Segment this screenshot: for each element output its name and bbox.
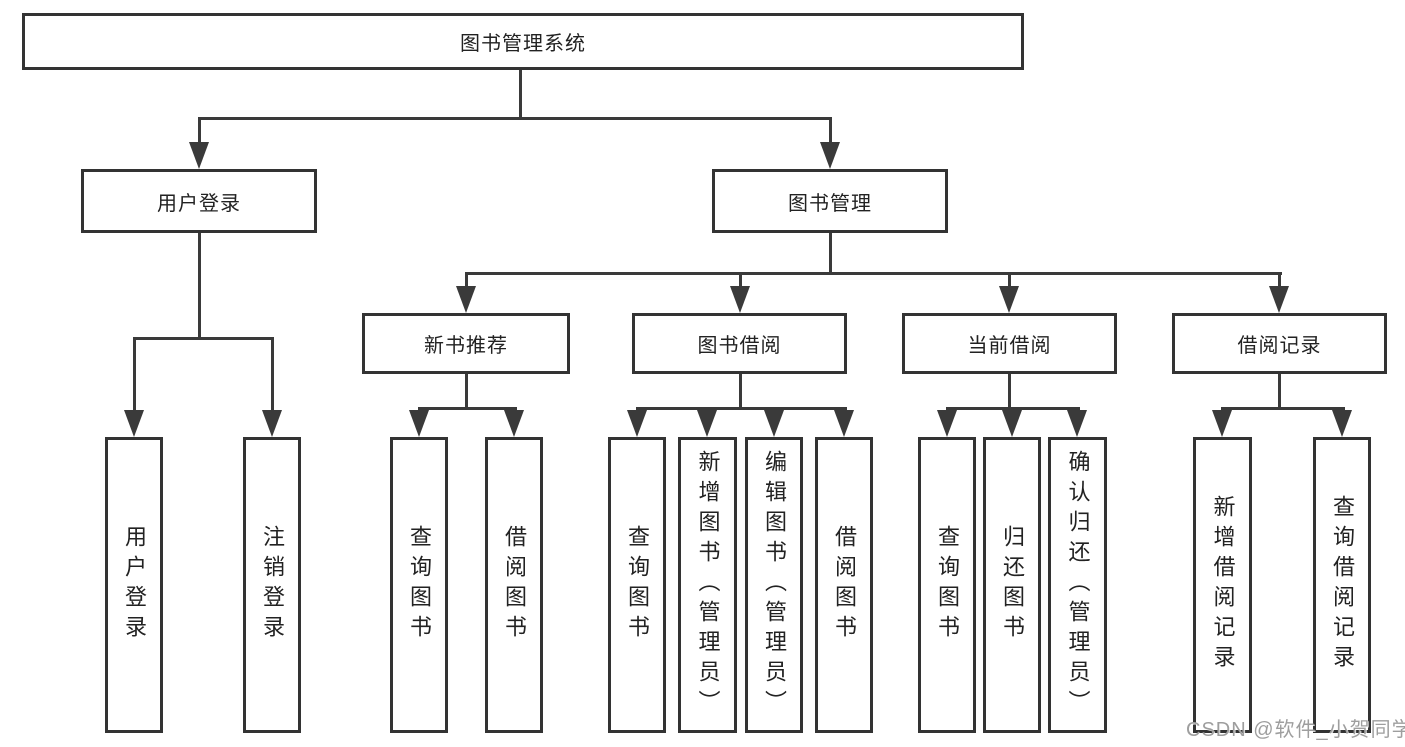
- leaf-label: 编辑图书（管理员）: [762, 450, 787, 720]
- node-user-login-label: 用户登录: [157, 192, 241, 215]
- arrowhead: [834, 410, 854, 437]
- arrowhead: [1269, 286, 1289, 313]
- node-new-book-recommend: 新书推荐: [362, 313, 570, 374]
- connector-line: [1278, 374, 1281, 410]
- connector-line: [739, 272, 742, 288]
- leaf-label: 新增借阅记录: [1210, 495, 1236, 675]
- leaf-label: 归还图书: [1000, 525, 1025, 645]
- connector-line: [465, 272, 1282, 275]
- connector-line: [1008, 272, 1011, 288]
- leaf-label: 用户登录: [122, 525, 147, 645]
- leaf-label: 查询图书: [625, 525, 650, 645]
- arrowhead: [627, 410, 647, 437]
- connector-line: [198, 117, 832, 120]
- arrowhead: [262, 410, 282, 437]
- leaf-label: 注销登录: [260, 525, 285, 645]
- leaf-label: 借阅图书: [832, 525, 857, 645]
- leaf-label: 新增图书（管理员）: [695, 450, 721, 720]
- node-borrow-records-label: 借阅记录: [1237, 335, 1322, 357]
- connector-line: [465, 272, 468, 288]
- connector-line: [739, 374, 742, 410]
- node-book-management-label: 图书管理: [788, 192, 872, 215]
- arrowhead: [189, 142, 209, 169]
- leaf-query-books-borrow: 查询图书: [608, 437, 666, 733]
- node-book-management: 图书管理: [712, 169, 948, 233]
- leaf-query-books-recommend: 查询图书: [390, 437, 448, 733]
- connector-line: [198, 233, 201, 340]
- connector-line: [636, 407, 847, 410]
- connector-line: [1221, 407, 1345, 410]
- arrowhead: [697, 410, 717, 437]
- node-root: 图书管理系统: [22, 13, 1024, 70]
- connector-line: [829, 233, 832, 275]
- leaf-add-book-admin: 新增图书（管理员）: [678, 437, 737, 733]
- connector-line: [946, 407, 1080, 410]
- connector-line: [519, 69, 522, 120]
- node-current-borrow: 当前借阅: [902, 313, 1117, 374]
- leaf-return-book: 归还图书: [983, 437, 1041, 733]
- leaf-edit-book-admin: 编辑图书（管理员）: [745, 437, 803, 733]
- leaf-label: 查询图书: [935, 525, 960, 645]
- node-current-borrow-label: 当前借阅: [967, 335, 1052, 357]
- csdn-watermark: CSDN @软件_小贺同学: [1186, 719, 1405, 741]
- arrowhead: [937, 410, 957, 437]
- connector-line: [465, 374, 468, 410]
- connector-line: [133, 337, 136, 412]
- arrowhead: [1332, 410, 1352, 437]
- leaf-logout: 注销登录: [243, 437, 301, 733]
- arrowhead: [1067, 410, 1087, 437]
- leaf-label: 借阅图书: [502, 525, 527, 645]
- arrowhead: [1212, 410, 1232, 437]
- leaf-label: 查询图书: [407, 525, 432, 645]
- arrowhead: [409, 410, 429, 437]
- node-book-borrow: 图书借阅: [632, 313, 847, 374]
- connector-line: [198, 117, 201, 144]
- leaf-borrow-books-recommend: 借阅图书: [485, 437, 543, 733]
- arrowhead: [1002, 410, 1022, 437]
- leaf-query-books-current: 查询图书: [918, 437, 976, 733]
- leaf-add-borrow-record: 新增借阅记录: [1193, 437, 1252, 733]
- node-user-login: 用户登录: [81, 169, 317, 233]
- arrowhead: [999, 286, 1019, 313]
- node-book-borrow-label: 图书借阅: [697, 335, 782, 357]
- arrowhead: [764, 410, 784, 437]
- arrowhead: [820, 142, 840, 169]
- node-root-label: 图书管理系统: [460, 33, 586, 55]
- connector-line: [829, 117, 832, 144]
- arrowhead: [730, 286, 750, 313]
- connector-line: [1278, 272, 1281, 288]
- connector-line: [1008, 374, 1011, 410]
- leaf-confirm-return-admin: 确认归还（管理员）: [1048, 437, 1107, 733]
- arrowhead: [504, 410, 524, 437]
- leaf-user-login: 用户登录: [105, 437, 163, 733]
- node-new-book-recommend-label: 新书推荐: [424, 335, 508, 357]
- leaf-label: 查询借阅记录: [1330, 495, 1355, 675]
- arrowhead: [124, 410, 144, 437]
- leaf-query-borrow-record: 查询借阅记录: [1313, 437, 1371, 733]
- node-borrow-records: 借阅记录: [1172, 313, 1387, 374]
- arrowhead: [456, 286, 476, 313]
- leaf-label: 确认归还（管理员）: [1065, 450, 1091, 720]
- connector-line: [271, 337, 274, 412]
- connector-line: [418, 407, 517, 410]
- leaf-borrow-books: 借阅图书: [815, 437, 873, 733]
- connector-line: [133, 337, 274, 340]
